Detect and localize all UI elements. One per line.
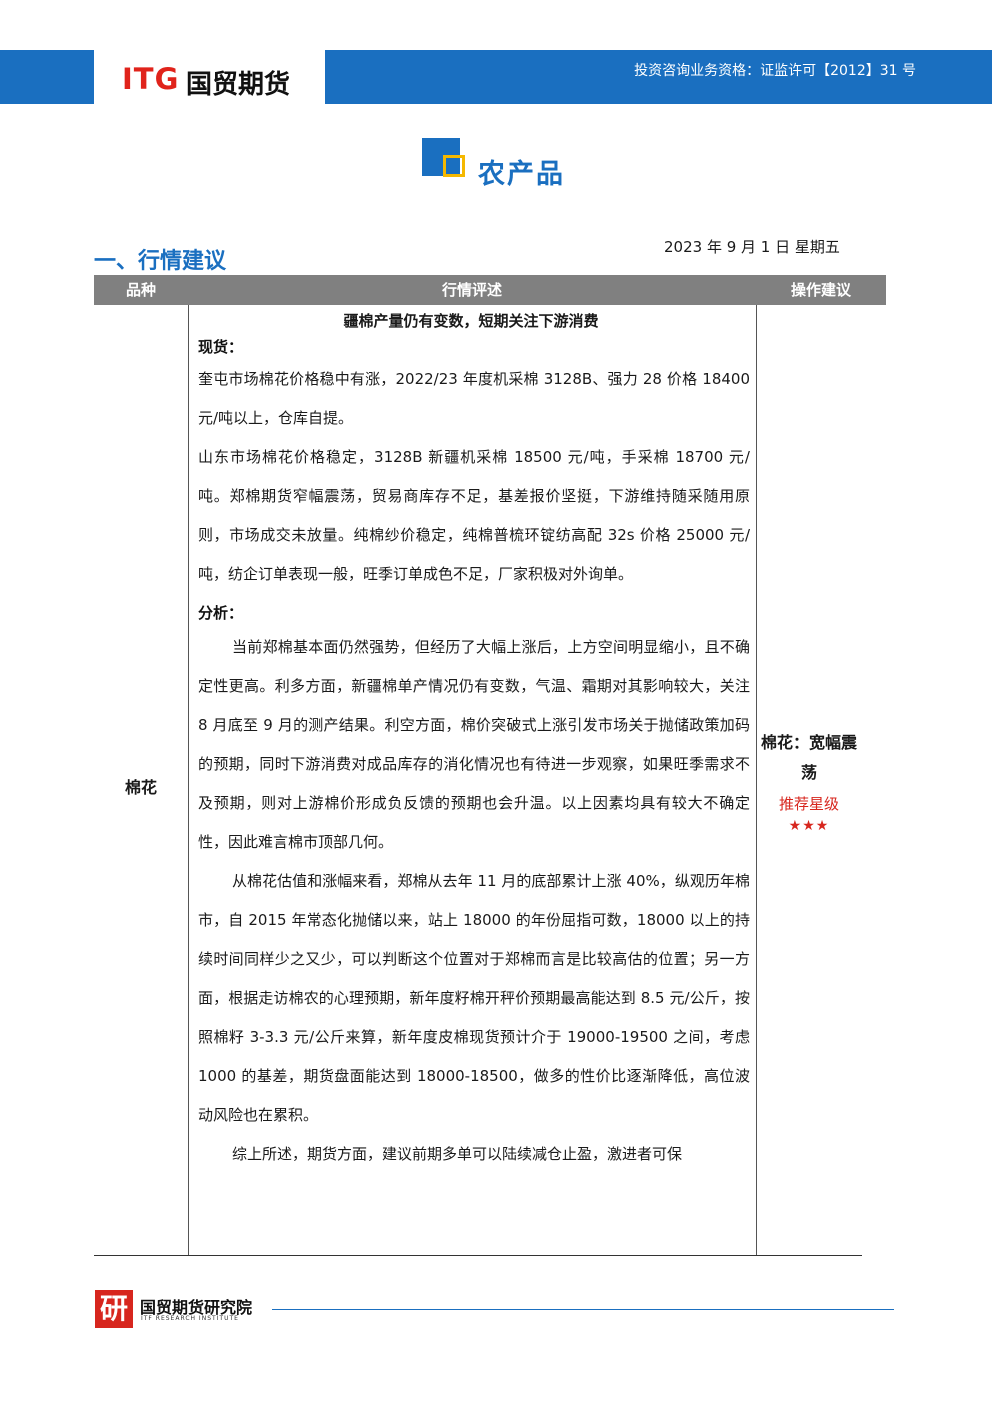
- report-date: 2023 年 9 月 1 日 星期五: [664, 238, 840, 256]
- header-variety: 品种: [125, 281, 156, 299]
- logo-itg: ITG: [122, 62, 180, 96]
- table-header: 品种 行情评述 操作建议: [94, 275, 886, 305]
- page-heading: 一、行情建议: [94, 249, 227, 274]
- analysis-label: 分析：: [198, 604, 244, 622]
- research-seal-icon: 研: [95, 1290, 133, 1328]
- table-divider-2: [756, 305, 757, 1256]
- section-title: 农产品: [478, 159, 565, 190]
- header-logo-box: [94, 50, 324, 104]
- institute-name-en: ITF RESEARCH INSTITUTE: [141, 1315, 239, 1322]
- header-commentary: 行情评述: [441, 281, 502, 299]
- logo-company-name: 国贸期货: [186, 70, 291, 100]
- variety-cell: 棉花: [124, 778, 157, 797]
- spot-paragraph: 奎屯市场棉花价格稳中有涨，2022/23 年度机采棉 3128B、强力 28 价…: [198, 370, 750, 427]
- section-icon-yellow-square: [443, 155, 465, 177]
- institute-name: 国贸期货研究院: [140, 1298, 253, 1317]
- spot-paragraph: 山东市场棉花价格稳定，3128B 新疆机采棉 18500 元/吨，手采棉 187…: [198, 448, 750, 583]
- operation-cell: 棉花：宽幅震荡 推荐星级 ★★★: [756, 728, 862, 834]
- footer-divider: [272, 1309, 894, 1310]
- commentary-title: 疆棉产量仍有变数，短期关注下游消费: [343, 312, 599, 330]
- spot-label: 现货：: [198, 338, 244, 356]
- table-divider-1: [188, 305, 189, 1256]
- analysis-paragraph: 当前郑棉基本面仍然强势，但经历了大幅上涨后，上方空间明显缩小，且不确定性更高。利…: [198, 638, 750, 851]
- header-operation: 操作建议: [790, 281, 851, 299]
- rating-label: 推荐星级: [778, 795, 839, 813]
- operation-advice: 棉花：宽幅震荡: [760, 733, 857, 782]
- analysis-paragraph: 从棉花估值和涨幅来看，郑棉从去年 11 月的底部累计上涨 40%，纵观历年棉市，…: [198, 872, 750, 1124]
- commentary-cell: 疆棉产量仍有变数，短期关注下游消费 现货： 奎屯市场棉花价格稳中有涨，2022/…: [198, 308, 750, 1174]
- header-right-bar: [325, 50, 992, 104]
- table-bottom-border: [94, 1255, 862, 1256]
- license-text: 投资咨询业务资格：证监许可【2012】31 号: [634, 63, 916, 79]
- analysis-paragraph: 综上所述，期货方面，建议前期多单可以陆续减仓止盈，激进者可保: [232, 1145, 683, 1163]
- rating-stars-icon: ★★★: [788, 818, 830, 834]
- header-left-bar: [0, 50, 94, 104]
